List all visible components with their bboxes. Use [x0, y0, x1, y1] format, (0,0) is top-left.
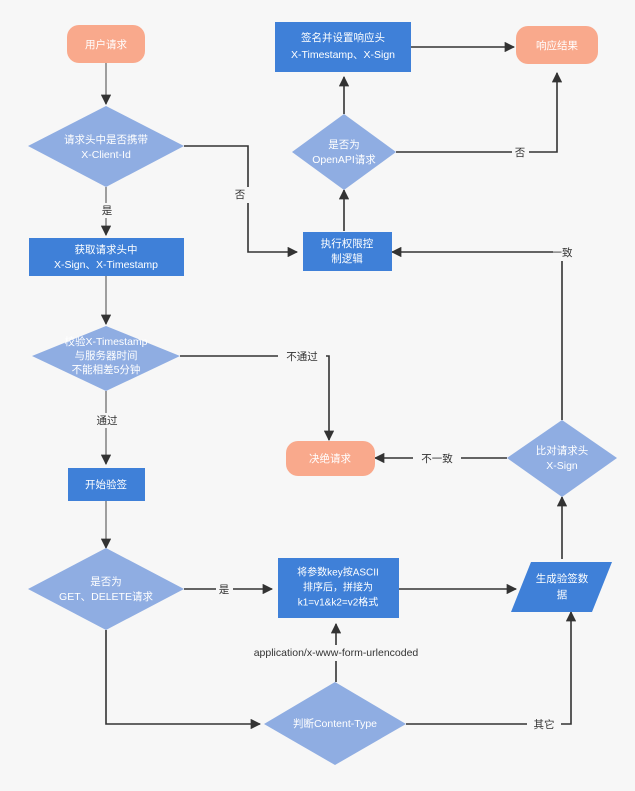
node-sign-and-set-header-label-line1: 签名并设置响应头 — [301, 31, 385, 44]
node-reject-request[interactable]: 决绝请求 — [286, 441, 375, 476]
edge-label-client-id-yes-text: 是 — [102, 205, 113, 217]
node-judge-content-type[interactable]: 判断Content-Type — [264, 682, 406, 765]
node-start-verify[interactable]: 开始验签 — [68, 468, 145, 501]
node-check-timestamp-label-line3: 不能相差5分钟 — [72, 363, 141, 376]
edge-label-get-delete-yes: 是 — [216, 582, 233, 597]
node-is-get-delete[interactable]: 是否为 GET、DELETE请求 — [28, 548, 184, 630]
edge-is-openapi-no — [396, 71, 563, 153]
node-has-client-id-label-line1: 请求头中是否携带 — [64, 133, 148, 146]
edge-label-sign-mismatch-text: 不一致 — [421, 452, 453, 465]
node-compare-sign[interactable]: 比对请求头 X-Sign — [507, 420, 617, 497]
node-auth-logic[interactable]: 执行权限控 制逻辑 — [303, 232, 392, 271]
edge-compare-sign-match — [390, 246, 563, 420]
node-is-openapi[interactable]: 是否为 OpenAPI请求 — [292, 114, 396, 190]
node-is-get-delete-label-line1: 是否为 — [90, 576, 122, 588]
edge-label-content-type-urlencoded: application/x-www-form-urlencoded — [232, 645, 441, 661]
node-sort-ascii-shape — [278, 558, 399, 618]
node-start-verify-label: 开始验签 — [85, 478, 127, 491]
node-is-get-delete-shape — [28, 548, 184, 630]
node-auth-logic-label-line1: 执行权限控 — [321, 237, 374, 250]
edge-label-timestamp-fail-text: 不通过 — [286, 350, 318, 363]
node-has-client-id-shape — [28, 106, 184, 187]
edge-label-openapi-no-text: 否 — [515, 147, 526, 159]
edge-label-timestamp-pass-text: 通过 — [97, 414, 118, 427]
node-is-openapi-label-line1: 是否为 — [328, 139, 360, 151]
node-has-client-id[interactable]: 请求头中是否携带 X-Client-Id — [28, 106, 184, 187]
node-get-headers[interactable]: 获取请求头中 X-Sign、X-Timestamp — [29, 238, 184, 276]
node-get-headers-label-line2: X-Sign、X-Timestamp — [54, 259, 158, 271]
node-sort-ascii-label-line3: k1=v1&k2=v2格式 — [298, 596, 379, 609]
node-user-request-shape — [67, 25, 145, 63]
node-response-result[interactable]: 响应结果 — [516, 26, 598, 64]
edge-label-sign-match-text: 一致 — [552, 246, 573, 259]
node-compare-sign-shape — [507, 420, 617, 497]
edge-label-sign-mismatch: 不一致 — [413, 451, 461, 466]
edge-label-get-delete-yes-text: 是 — [219, 584, 230, 596]
node-check-timestamp-label-line1: 校验X-Timestamp — [64, 335, 147, 348]
edge-label-client-id-yes: 是 — [98, 203, 115, 218]
edge-label-sign-match: 一致 — [552, 245, 573, 261]
edge-label-timestamp-pass: 通过 — [90, 413, 124, 428]
node-gen-sign-data[interactable]: 生成验签数 据 — [511, 562, 612, 612]
node-is-openapi-shape — [292, 114, 396, 190]
node-sort-ascii[interactable]: 将参数key按ASCII 排序后，拼接为 k1=v1&k2=v2格式 — [278, 558, 399, 618]
edge-label-client-id-no: 否 — [232, 187, 249, 203]
node-sign-and-set-header[interactable]: 签名并设置响应头 X-Timestamp、X-Sign — [275, 22, 411, 72]
node-is-openapi-label-line2: OpenAPI请求 — [312, 153, 376, 166]
edge-is-get-delete-no-to-content-type — [105, 630, 262, 730]
edge-label-timestamp-fail: 不通过 — [278, 349, 326, 364]
node-response-result-shape — [516, 26, 598, 64]
edge-label-content-type-other: 其它 — [527, 717, 561, 732]
edge-label-content-type-urlencoded-text: application/x-www-form-urlencoded — [254, 647, 419, 659]
node-start-verify-shape — [68, 468, 145, 501]
node-user-request[interactable]: 用户请求 — [67, 25, 145, 63]
node-gen-sign-data-label-line2: 据 — [557, 588, 568, 601]
node-check-timestamp-shape — [32, 326, 180, 391]
node-user-request-label: 用户请求 — [85, 38, 127, 51]
node-sort-ascii-label-line1: 将参数key按ASCII — [297, 566, 379, 579]
node-judge-content-type-label: 判断Content-Type — [293, 717, 377, 730]
node-compare-sign-label-line2: X-Sign — [546, 460, 578, 472]
node-reject-request-label: 决绝请求 — [309, 452, 351, 465]
node-gen-sign-data-label-line1: 生成验签数 — [536, 572, 589, 585]
node-get-headers-label-line1: 获取请求头中 — [75, 243, 138, 256]
node-has-client-id-label-line2: X-Client-Id — [81, 149, 131, 161]
edge-check-timestamp-fail — [180, 355, 335, 442]
node-gen-sign-data-shape — [511, 562, 612, 612]
node-reject-request-shape — [286, 441, 375, 476]
node-judge-content-type-shape — [264, 682, 406, 765]
node-check-timestamp[interactable]: 校验X-Timestamp 与服务器时间 不能相差5分钟 — [32, 326, 180, 391]
node-sort-ascii-label-line2: 排序后，拼接为 — [303, 581, 373, 594]
node-response-result-label: 响应结果 — [536, 39, 578, 52]
node-sign-and-set-header-shape — [275, 22, 411, 72]
node-auth-logic-label-line2: 制逻辑 — [331, 252, 363, 265]
edge-label-client-id-no-text: 否 — [235, 189, 246, 201]
node-auth-logic-shape — [303, 232, 392, 271]
node-get-headers-shape — [29, 238, 184, 276]
edge-content-type-other — [406, 610, 577, 725]
node-compare-sign-label-line1: 比对请求头 — [536, 444, 589, 457]
edge-label-content-type-other-text: 其它 — [534, 718, 555, 731]
edge-label-openapi-no: 否 — [512, 145, 529, 161]
node-is-get-delete-label-line2: GET、DELETE请求 — [59, 590, 153, 603]
node-sign-and-set-header-label-line2: X-Timestamp、X-Sign — [291, 49, 395, 61]
node-check-timestamp-label-line2: 与服务器时间 — [75, 349, 138, 362]
